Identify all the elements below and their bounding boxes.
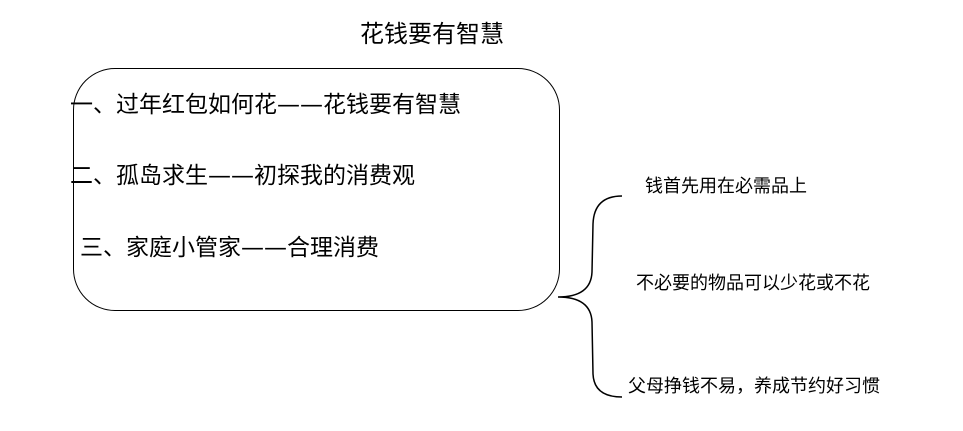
point-item-3: 父母挣钱不易，养成节约好习惯 [628,376,880,397]
section-item-1: 一、过年红包如何花——花钱要有智慧 [70,92,461,118]
sections-box [73,68,560,311]
point-item-1: 钱首先用在必需品上 [645,176,807,197]
section-item-3: 三、家庭小管家——合理消费 [80,235,379,261]
section-item-2: 二、孤岛求生——初探我的消费观 [70,163,415,189]
diagram-title: 花钱要有智慧 [360,20,504,48]
point-item-2: 不必要的物品可以少花或不花 [636,273,870,294]
